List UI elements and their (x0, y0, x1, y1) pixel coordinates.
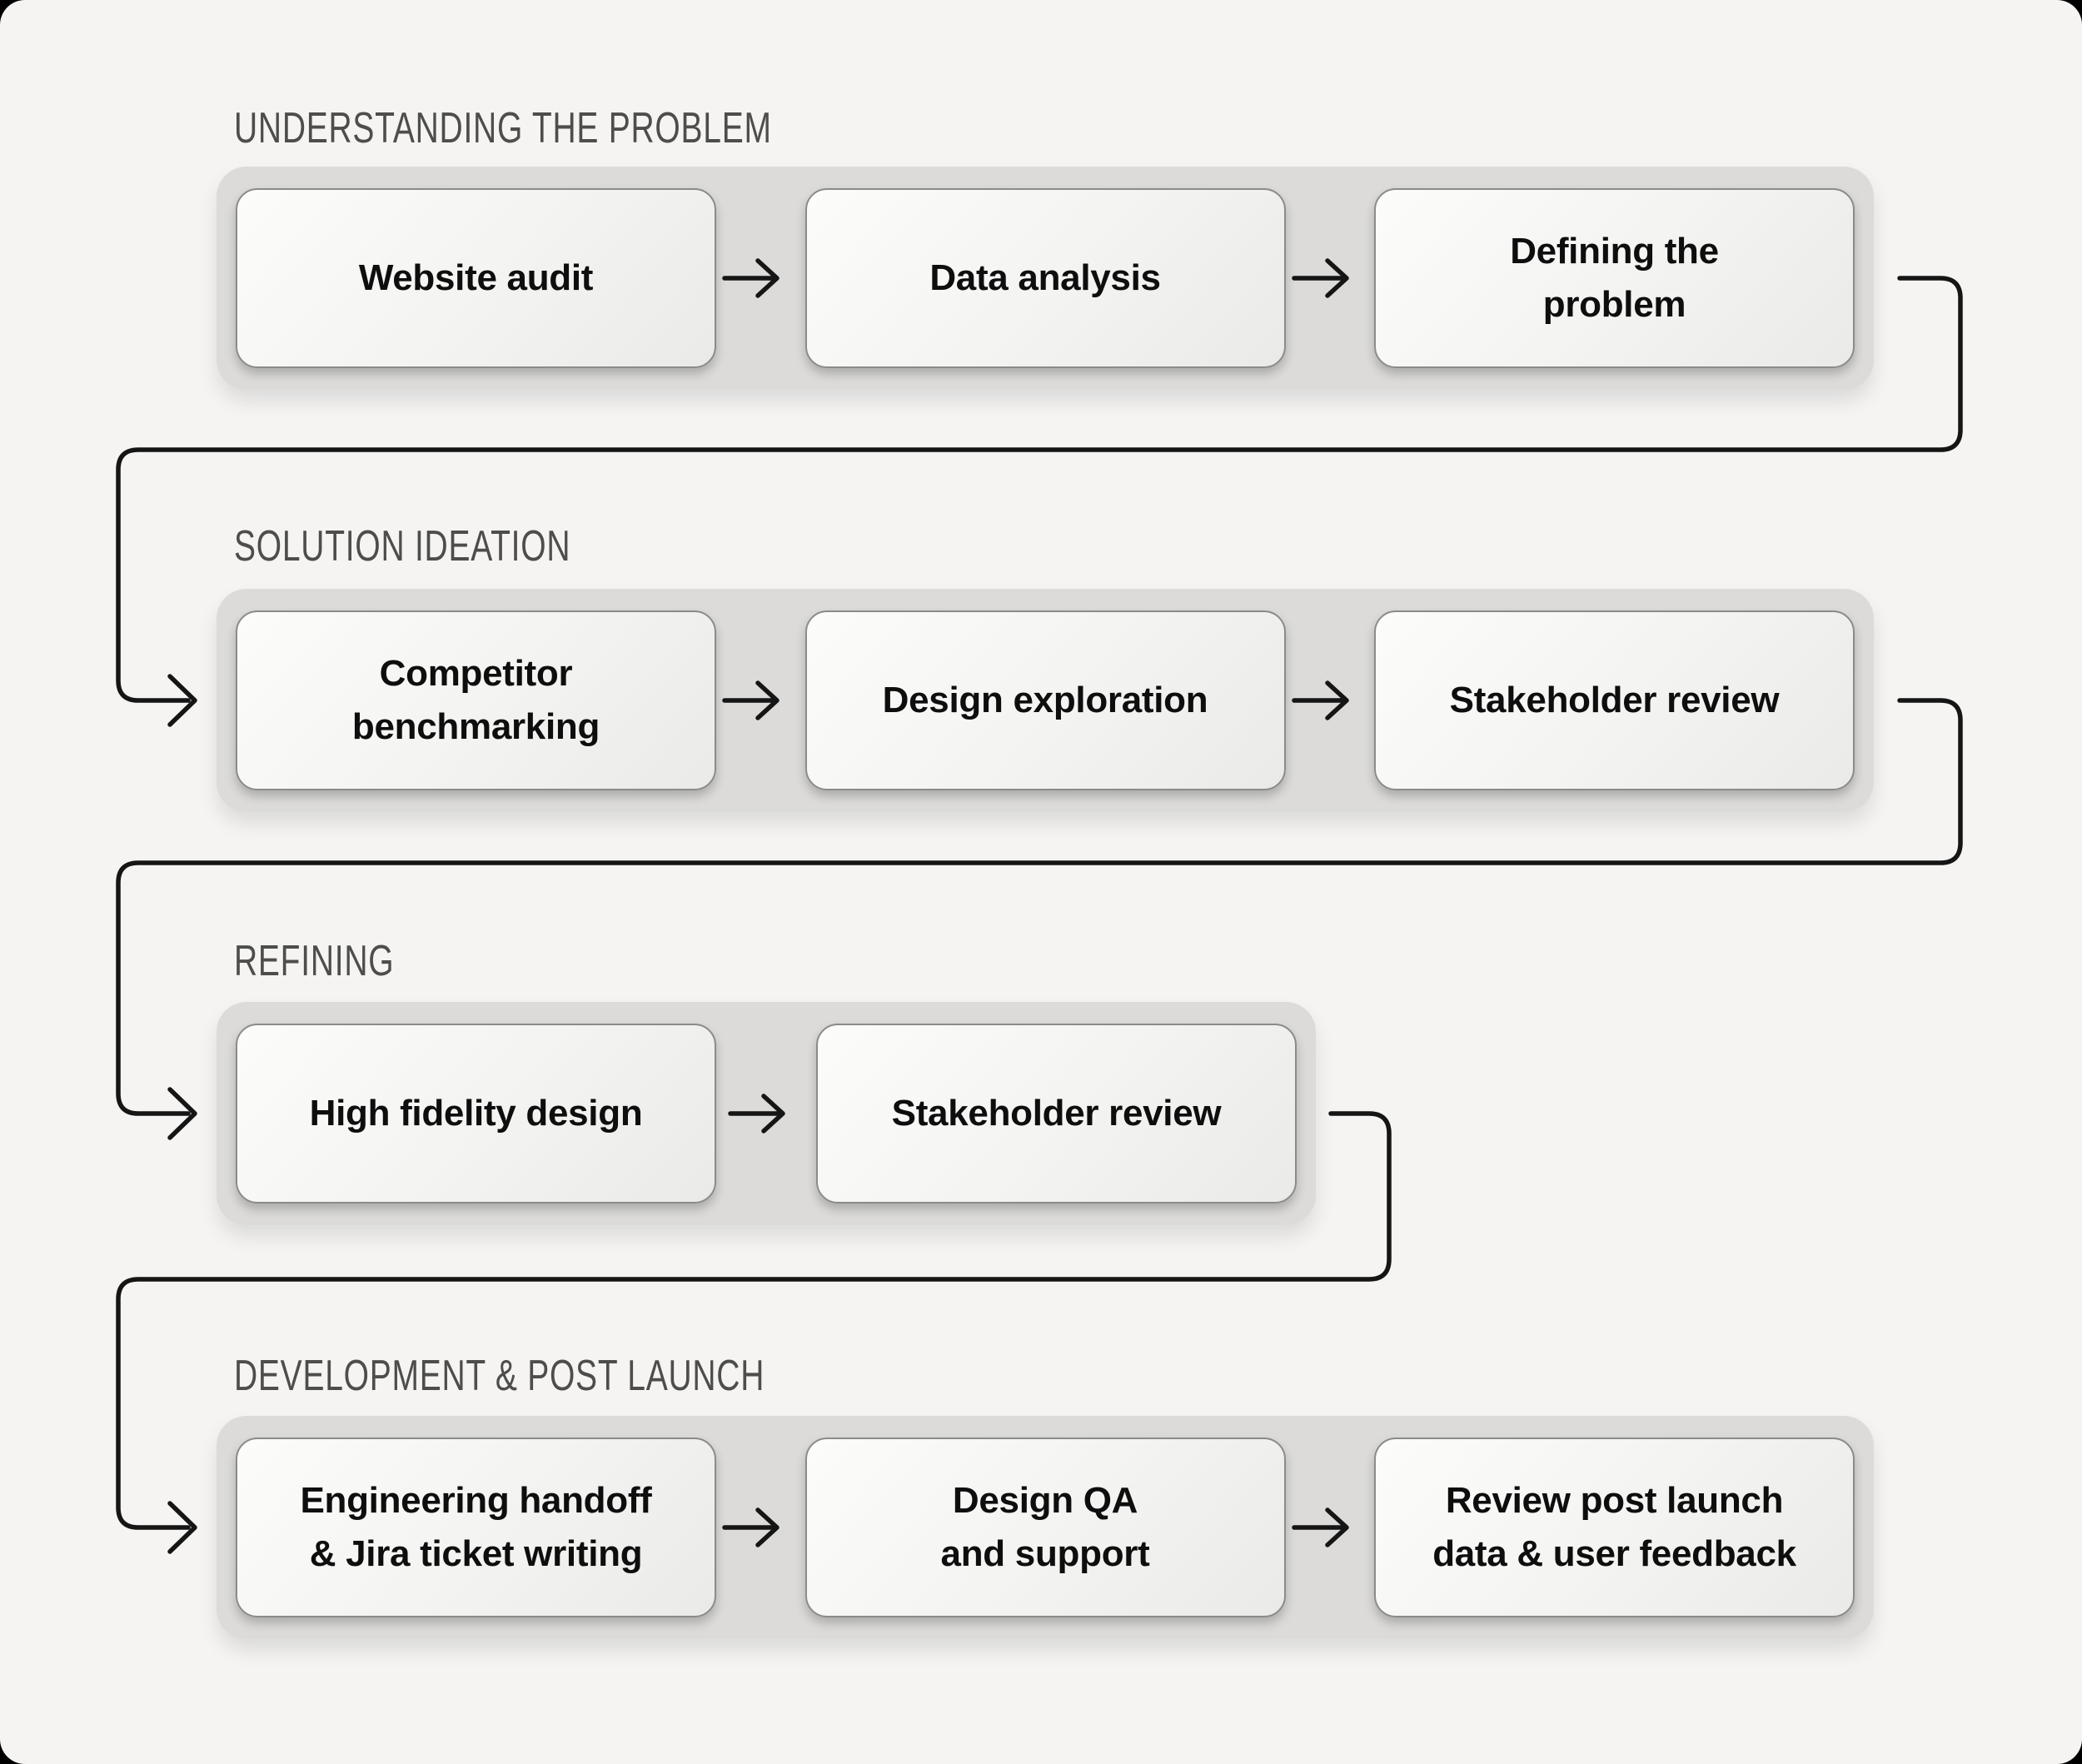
step-label: High fidelity design (309, 1093, 643, 1134)
step-label: Design QA and support (940, 1480, 1150, 1574)
step-card: High fidelity design (236, 1024, 716, 1203)
step-card: Review post launch data & user feedback (1374, 1438, 1855, 1617)
right-arrow-icon (722, 680, 780, 720)
step-label: Design exploration (882, 680, 1208, 721)
phase-title-understanding: UNDERSTANDING THE PROBLEM (234, 104, 772, 152)
phase-panel-understanding: Website audit Data analysis Defining the… (217, 167, 1874, 390)
right-arrow-icon (1292, 1507, 1349, 1547)
step-label: Engineering handoff & Jira ticket writin… (300, 1480, 652, 1574)
phase-title-refining: REFINING (234, 937, 395, 985)
step-card: Defining the problem (1374, 188, 1855, 368)
step-card: Stakeholder review (816, 1024, 1297, 1203)
step-label: Stakeholder review (1449, 680, 1780, 721)
step-card: Design QA and support (804, 1438, 1286, 1617)
phase-title-development-post-launch: DEVELOPMENT & POST LAUNCH (234, 1352, 765, 1400)
phase-panel-refining: High fidelity design Stakeholder review (217, 1002, 1316, 1225)
step-card: Stakeholder review (1374, 610, 1855, 790)
step-label: Stakeholder review (891, 1093, 1222, 1134)
step-label: Website audit (358, 257, 594, 299)
step-card: Engineering handoff & Jira ticket writin… (236, 1438, 716, 1617)
step-card: Design exploration (804, 610, 1286, 790)
right-arrow-icon (728, 1094, 785, 1134)
phase-title-solution-ideation: SOLUTION IDEATION (234, 522, 571, 571)
phase-panel-solution-ideation: Competitor benchmarking Design explorati… (217, 589, 1874, 812)
step-label: Data analysis (929, 257, 1161, 299)
right-arrow-icon (1292, 258, 1349, 298)
step-card: Competitor benchmarking (236, 610, 716, 790)
step-card: Website audit (236, 188, 716, 368)
phase-panel-development-post-launch: Engineering handoff & Jira ticket writin… (217, 1416, 1874, 1639)
step-label: Review post launch data & user feedback (1432, 1480, 1796, 1574)
step-label: Defining the problem (1510, 231, 1719, 325)
step-card: Data analysis (804, 188, 1286, 368)
right-arrow-icon (722, 258, 780, 298)
right-arrow-icon (722, 1507, 780, 1547)
right-arrow-icon (1292, 680, 1349, 720)
step-label: Competitor benchmarking (351, 653, 600, 747)
